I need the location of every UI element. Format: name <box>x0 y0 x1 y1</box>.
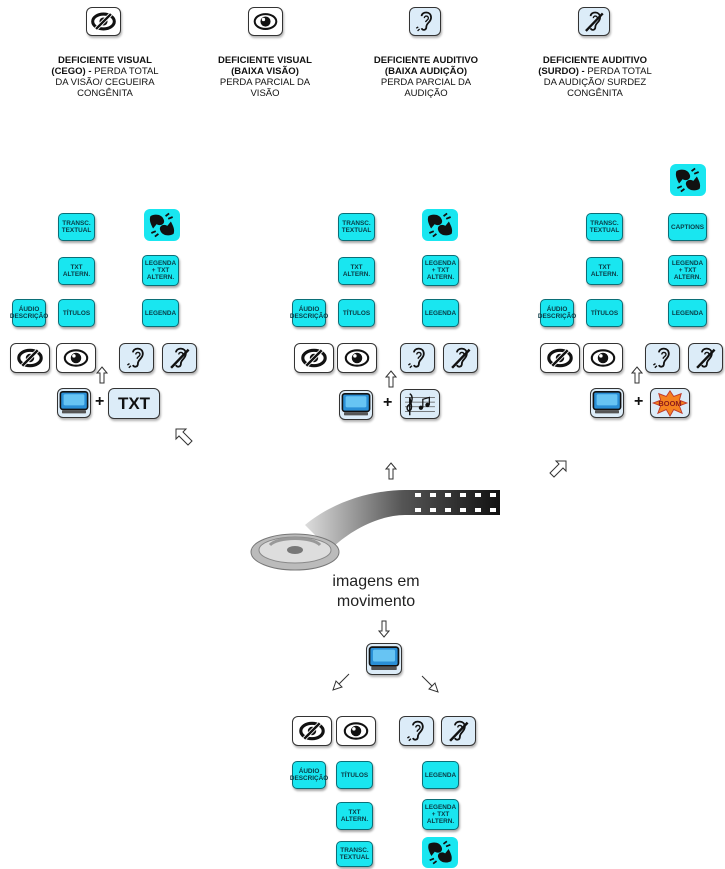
sign-language-hands-icon <box>422 837 458 868</box>
eye-icon <box>336 716 376 746</box>
box-titulos: TÍTULOS <box>336 761 373 789</box>
film-reel-icon <box>245 470 505 585</box>
box-audio-descricao: ÁUDIO DESCRIÇÃO <box>292 761 326 789</box>
box-legenda-txt: LEGENDA + TXT ALTERN. <box>142 255 179 286</box>
diagonal-arrow-icon <box>174 427 194 447</box>
box-txt-altern: TXT ALTERN. <box>338 257 375 285</box>
eye-icon <box>337 343 377 373</box>
boom-sound-effect-icon: BOOM <box>650 388 690 418</box>
eye-icon <box>248 7 283 36</box>
box-titulos: TÍTULOS <box>338 299 375 327</box>
box-transc-textual: TRANSC. TEXTUAL <box>586 213 623 241</box>
plus-sign: + <box>383 394 392 412</box>
up-arrow-icon <box>96 366 108 384</box>
box-transc-textual: TRANSC. TEXTUAL <box>338 213 375 241</box>
ear-crossed-icon <box>688 343 723 373</box>
box-legenda: LEGENDA <box>422 299 459 327</box>
tv-screen-icon <box>339 390 373 420</box>
sign-language-hands-icon <box>144 209 180 241</box>
box-audio-descricao: ÁUDIO DESCRIÇÃO <box>540 299 574 327</box>
eye-crossed-icon <box>294 343 334 373</box>
plus-sign: + <box>95 393 104 411</box>
ear-crossed-icon <box>578 7 610 36</box>
diagonal-arrow-icon <box>420 674 440 694</box>
sign-language-hands-icon <box>422 209 458 241</box>
box-titulos: TÍTULOS <box>586 299 623 327</box>
eye-crossed-icon <box>292 716 332 746</box>
box-legenda-txt: LEGENDA + TXT ALTERN. <box>422 799 459 830</box>
ear-icon <box>399 716 434 746</box>
box-legenda: LEGENDA <box>668 299 707 327</box>
txt-icon: TXT <box>108 388 160 419</box>
box-captions: CAPTIONS <box>668 213 707 241</box>
eye-icon <box>56 343 96 373</box>
down-arrow-icon <box>378 620 390 638</box>
svg-text:BOOM: BOOM <box>658 399 681 408</box>
box-legenda-txt: LEGENDA + TXT ALTERN. <box>422 255 459 286</box>
box-audio-descricao: ÁUDIO DESCRIÇÃO <box>12 299 46 327</box>
box-audio-descricao: ÁUDIO DESCRIÇÃO <box>292 299 326 327</box>
box-txt-altern: TXT ALTERN. <box>58 257 95 285</box>
box-txt-altern: TXT ALTERN. <box>336 802 373 830</box>
eye-crossed-icon <box>86 7 121 36</box>
tv-screen-icon <box>57 388 91 418</box>
ear-icon <box>409 7 441 36</box>
caption-blind: DEFICIENTE VISUAL (CEGO) - PERDA TOTAL D… <box>30 55 180 99</box>
eye-crossed-icon <box>540 343 580 373</box>
up-arrow-icon <box>631 366 643 384</box>
music-notes-icon <box>400 389 440 419</box>
eye-icon <box>583 343 623 373</box>
box-txt-altern: TXT ALTERN. <box>586 257 623 285</box>
ear-icon <box>400 343 435 373</box>
box-transc-textual: TRANSC. TEXTUAL <box>336 841 373 867</box>
eye-crossed-icon <box>10 343 50 373</box>
diagonal-arrow-icon <box>548 459 568 479</box>
up-arrow-icon <box>385 370 397 388</box>
box-legenda: LEGENDA <box>422 761 459 789</box>
caption-deaf: DEFICIENTE AUDITIVO (SURDO) - PERDA TOTA… <box>520 55 670 99</box>
diagonal-arrow-icon <box>331 672 351 692</box>
caption-low-hearing: DEFICIENTE AUDITIVO (BAIXA AUDIÇÃO) PERD… <box>351 55 501 99</box>
ear-crossed-icon <box>443 343 478 373</box>
ear-crossed-icon <box>441 716 476 746</box>
ear-crossed-icon <box>162 343 197 373</box>
box-legenda-txt: LEGENDA + TXT ALTERN. <box>668 255 707 286</box>
caption-low-vision: DEFICIENTE VISUAL (BAIXA VISÃO) PERDA PA… <box>190 55 340 99</box>
box-transc-textual: TRANSC. TEXTUAL <box>58 213 95 241</box>
ear-icon <box>119 343 154 373</box>
tv-screen-icon <box>366 643 402 675</box>
tv-screen-icon <box>590 388 624 418</box>
plus-sign: + <box>634 393 643 411</box>
sign-language-hands-icon <box>670 164 706 196</box>
box-legenda: LEGENDA <box>142 299 179 327</box>
ear-icon <box>645 343 680 373</box>
box-titulos: TÍTULOS <box>58 299 95 327</box>
